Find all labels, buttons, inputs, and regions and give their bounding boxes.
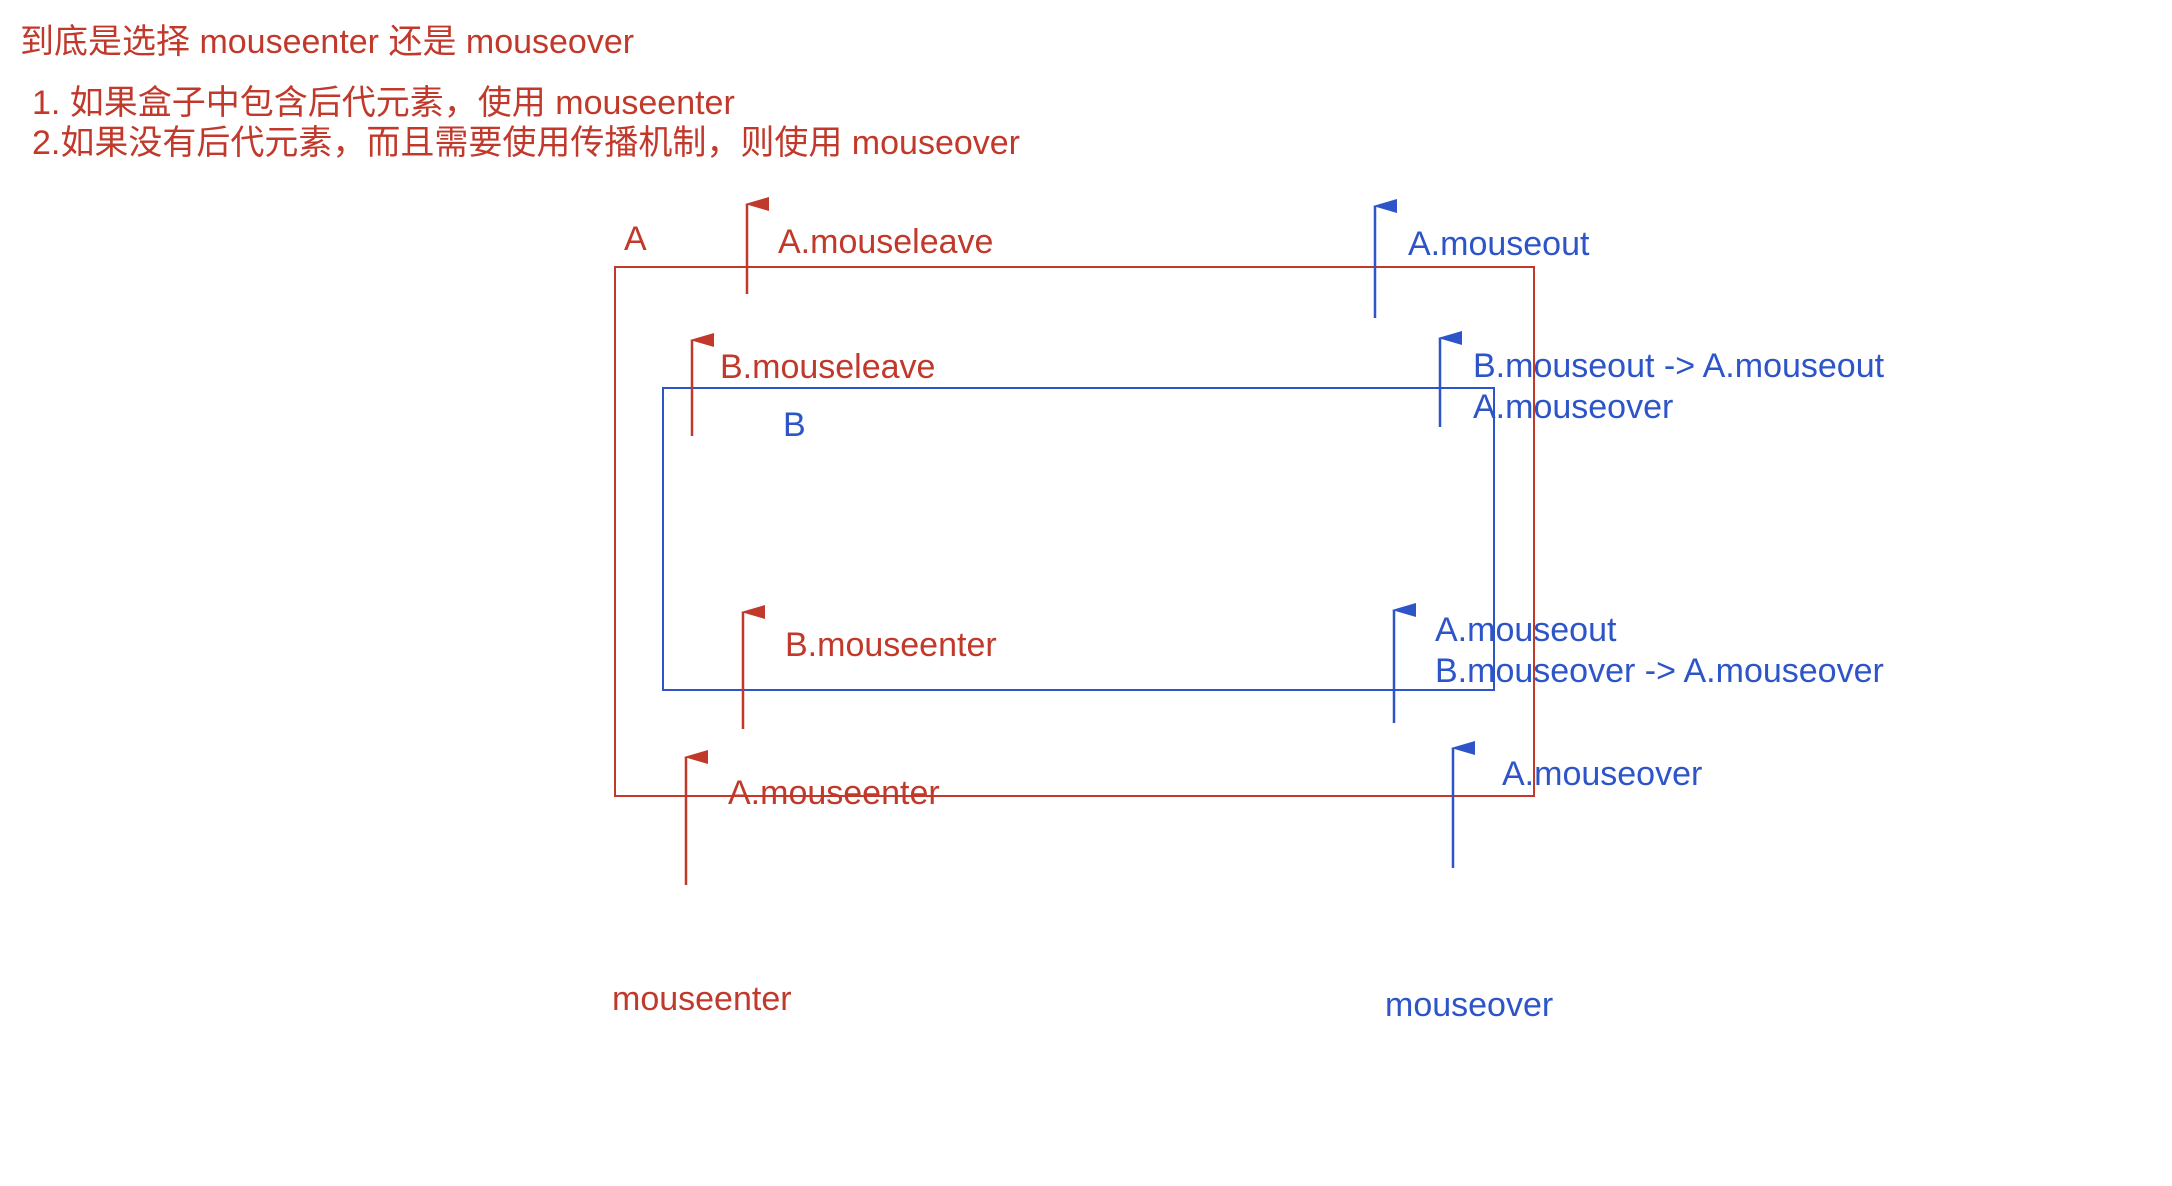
label-a-mouseleave: A.mouseleave [778,223,994,261]
label-a-mouseover: A.mouseover [1502,755,1703,793]
page-title: 到底是选择 mouseenter 还是 mouseover [20,23,635,61]
box-b-label: B [783,406,806,444]
caption-mouseenter: mouseenter [612,980,792,1018]
note-1: 1. 如果盒子中包含后代元素，使用 mouseenter [32,84,735,122]
note-2: 2.如果没有后代元素，而且需要使用传播机制，则使用 mouseover [32,124,1020,162]
box-a-label: A [624,220,647,258]
mouseenter-arrows [684,197,769,885]
label-b-mouseout-line2: A.mouseover [1473,388,1674,426]
caption-mouseover: mouseover [1385,986,1554,1024]
label-a-mouseout: A.mouseout [1408,225,1590,263]
box-a [614,266,1535,797]
label-b-mouseover-line1: A.mouseout [1435,611,1617,649]
box-b [662,387,1495,691]
label-b-mouseout-line1: B.mouseout -> A.mouseout [1473,347,1885,385]
label-b-mouseleave: B.mouseleave [720,348,936,386]
label-b-mouseenter: B.mouseenter [785,626,997,664]
label-a-mouseenter: A.mouseenter [728,774,940,812]
label-b-mouseover-line2: B.mouseover -> A.mouseover [1435,652,1884,690]
mouseover-arrows [1373,199,1475,868]
